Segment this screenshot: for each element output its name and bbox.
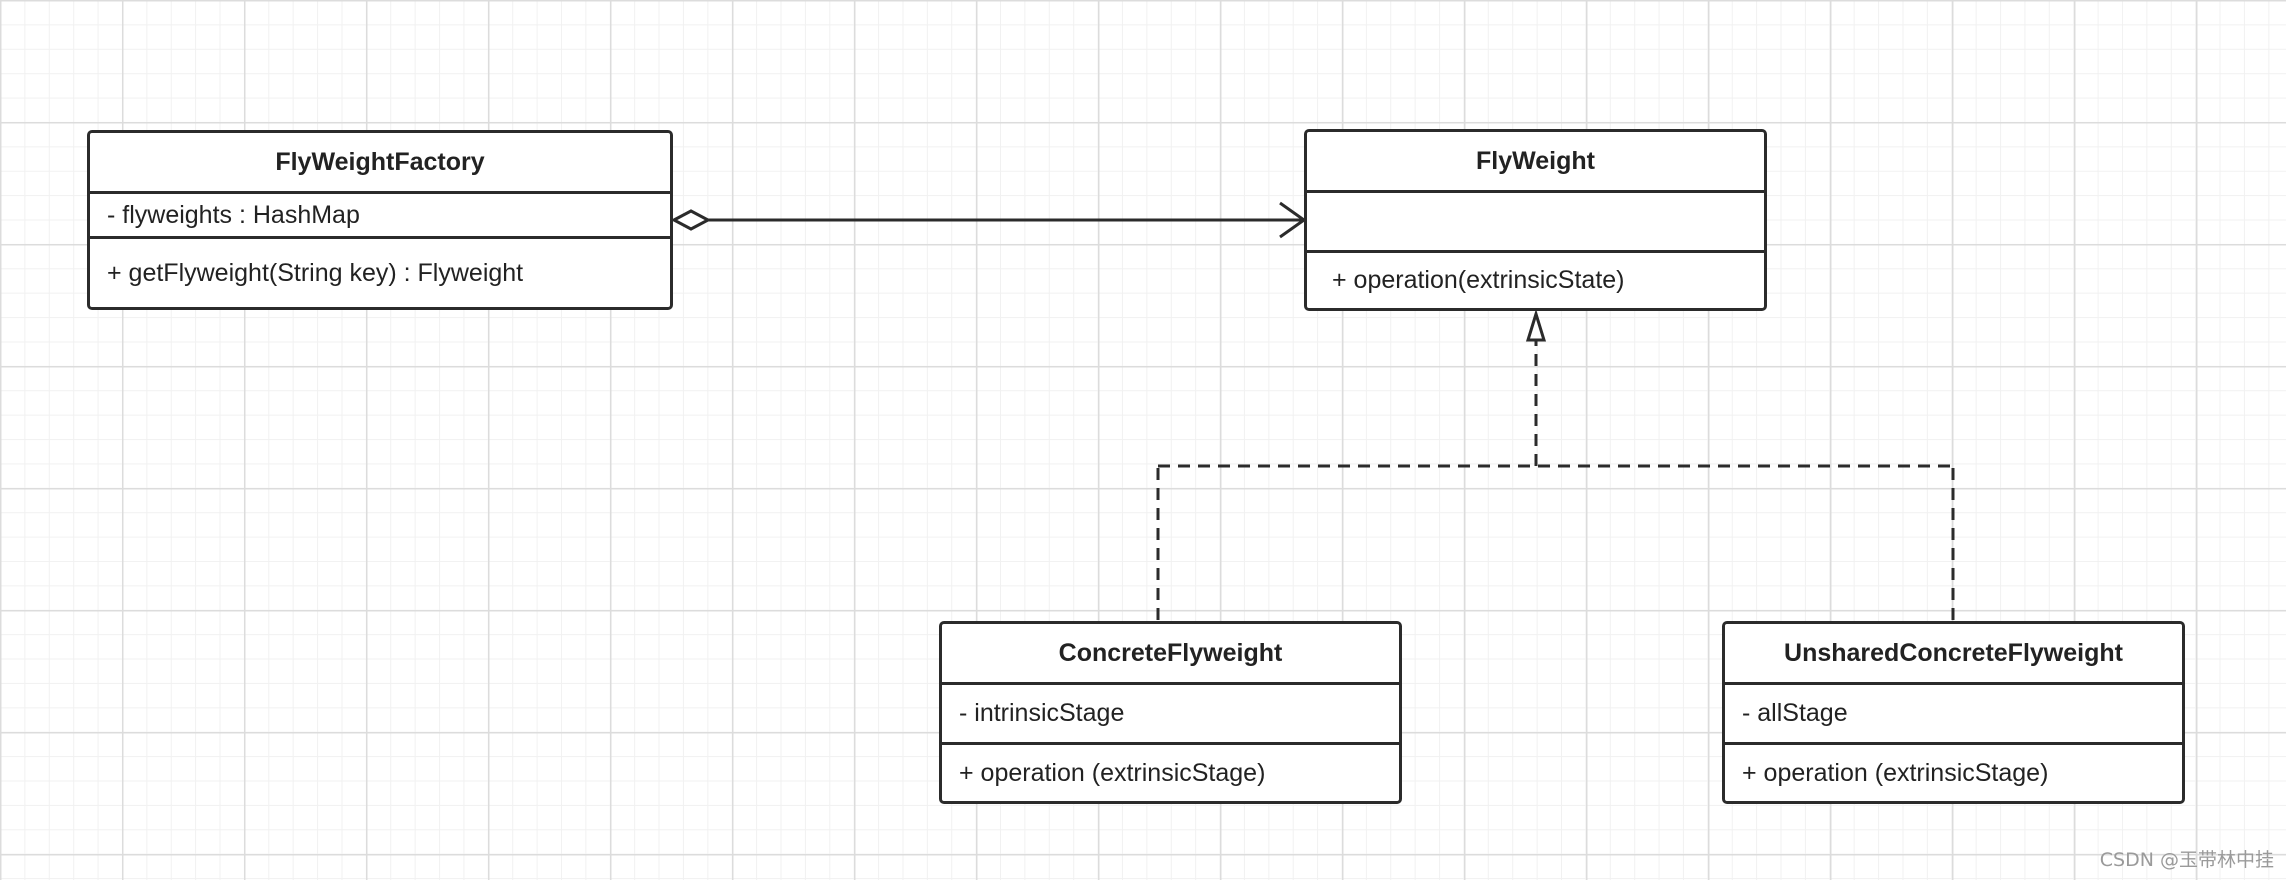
- class-operations: + getFlyweight(String key) : Flyweight: [107, 258, 524, 287]
- class-operations: + operation(extrinsicState): [1332, 266, 1625, 294]
- class-unshared-concrete-flyweight[interactable]: UnsharedConcreteFlyweight - allStage + o…: [1722, 621, 2185, 804]
- realization-triangle-head: [1525, 308, 1547, 342]
- class-operations: + operation (extrinsicStage): [1742, 758, 2049, 787]
- class-attributes: [1307, 193, 1764, 253]
- class-flyweight[interactable]: FlyWeight + operation(extrinsicState): [1304, 129, 1767, 311]
- class-name: ConcreteFlyweight: [942, 624, 1399, 685]
- class-attributes: - flyweights : HashMap: [90, 194, 670, 239]
- aggregation-diamond: [670, 209, 712, 231]
- class-attributes: - allStage: [1725, 685, 2182, 745]
- class-name: FlyWeight: [1307, 132, 1764, 193]
- class-flyweight-factory[interactable]: FlyWeightFactory - flyweights : HashMap …: [87, 130, 673, 310]
- class-attributes: - intrinsicStage: [942, 685, 1399, 745]
- class-name: FlyWeightFactory: [90, 133, 670, 194]
- class-operations: + operation (extrinsicStage): [959, 758, 1266, 787]
- watermark: CSDN @玉带林中挂: [2099, 849, 2274, 871]
- realization-connector[interactable]: [1156, 308, 1955, 620]
- class-name: UnsharedConcreteFlyweight: [1725, 624, 2182, 685]
- aggregation-connector[interactable]: [670, 201, 1307, 239]
- class-concrete-flyweight[interactable]: ConcreteFlyweight - intrinsicStage + ope…: [939, 621, 1402, 804]
